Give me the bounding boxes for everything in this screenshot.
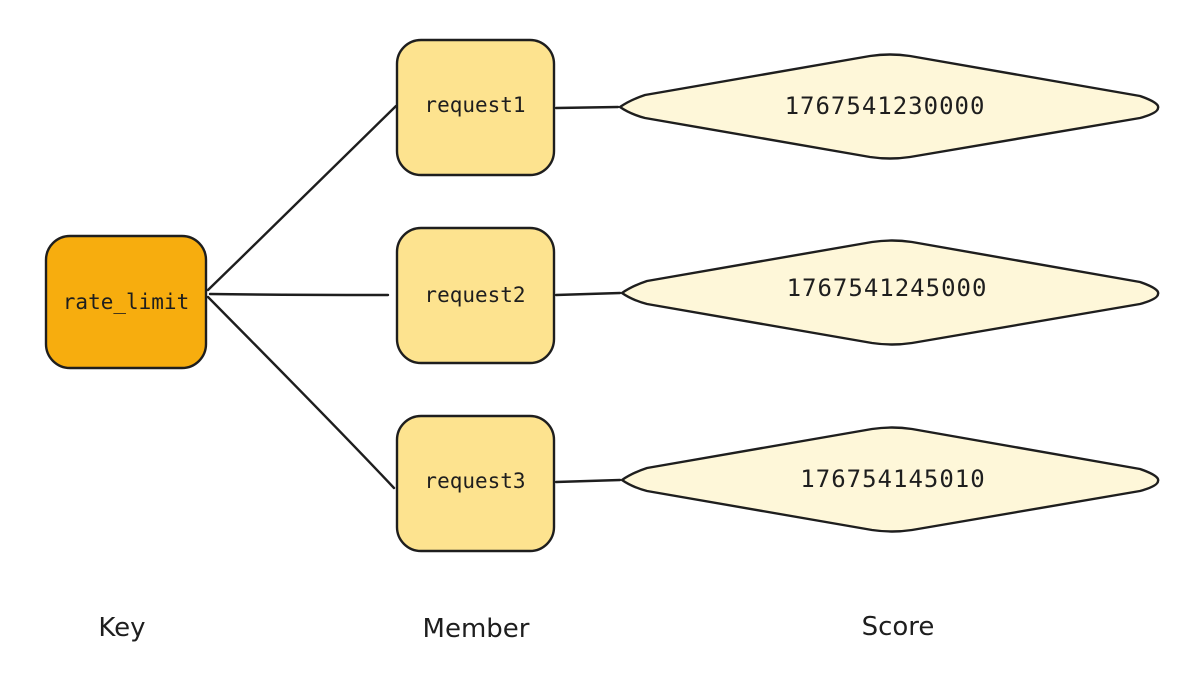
key-label: rate_limit [63,290,189,314]
legend-member: Member [423,614,530,644]
connector-key-member-1 [206,104,398,292]
connector-key-member-2 [208,292,390,297]
score-value: 1767541245000 [787,274,988,302]
member-box [395,414,556,553]
score-node-1[interactable]: 1767541230000 [618,53,1160,160]
legend-key: Key [98,613,145,643]
connector-key-member-3 [206,295,396,490]
member-node-3[interactable]: request3 [395,414,556,553]
score-diamond [620,426,1160,533]
score-node-2[interactable]: 1767541245000 [620,239,1160,346]
connector-member-score-3 [554,478,622,484]
key-node[interactable]: rate_limit [44,234,208,370]
score-value: 1767541230000 [785,92,986,120]
score-value: 176754145010 [800,465,985,493]
member-label: request1 [424,93,525,117]
connector-member-score-1 [554,105,620,110]
member-node-2[interactable]: request2 [395,226,556,365]
member-label: request2 [424,283,525,307]
score-diamond [618,53,1160,160]
legend-score: Score [862,612,935,642]
key-member-connectors [206,104,398,490]
member-score-connectors [554,105,622,484]
member-label: request3 [424,469,525,493]
member-node-1[interactable]: request1 [395,38,556,177]
member-box [395,226,556,365]
member-box [395,38,556,177]
score-node-3[interactable]: 176754145010 [620,426,1160,533]
key-box [44,234,208,370]
column-legend: Key Member Score [98,612,934,644]
score-diamond [620,239,1160,346]
connector-member-score-2 [554,291,622,297]
